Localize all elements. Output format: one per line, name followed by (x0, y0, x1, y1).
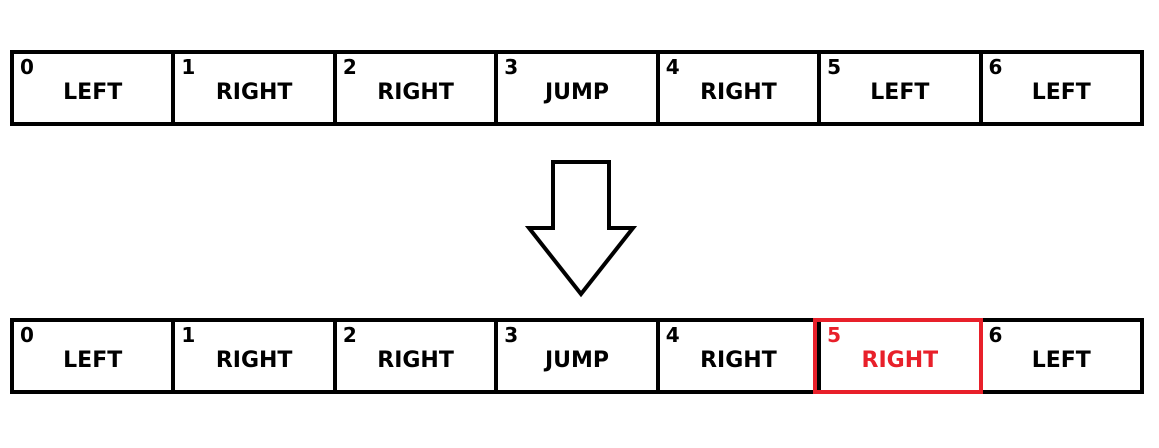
cell-after-3: 3 JUMP (494, 322, 655, 390)
cell-index: 4 (665, 323, 680, 347)
cell-action: LEFT (1031, 80, 1091, 105)
cell-after-1: 1 RIGHT (171, 322, 332, 390)
cell-index: 1 (181, 323, 196, 347)
cell-index: 5 (827, 323, 842, 347)
cell-action: JUMP (544, 348, 610, 373)
cell-action: RIGHT (377, 348, 454, 373)
sequence-before: 0 LEFT 1 RIGHT 2 RIGHT 3 JUMP 4 RIGHT 5 … (10, 50, 1144, 126)
cell-action: RIGHT (700, 80, 777, 105)
cell-index: 6 (988, 323, 1003, 347)
cell-action: RIGHT (215, 80, 293, 105)
cell-action: LEFT (870, 80, 930, 105)
cell-action: RIGHT (700, 348, 777, 373)
cell-after-5: 5 RIGHT (817, 322, 978, 390)
cell-index: 3 (504, 55, 519, 79)
cell-before-0: 0 LEFT (14, 54, 171, 122)
cell-index: 4 (665, 55, 680, 79)
cell-index: 5 (827, 55, 842, 79)
cell-after-2: 2 RIGHT (332, 322, 494, 390)
cell-before-4: 4 RIGHT (655, 54, 817, 122)
cell-action: RIGHT (377, 80, 454, 105)
cell-index: 2 (342, 323, 357, 347)
cell-index: 1 (181, 55, 196, 79)
cell-action: LEFT (63, 80, 123, 105)
cell-action: RIGHT (215, 348, 293, 373)
cell-after-4: 4 RIGHT (655, 322, 817, 390)
cell-action: JUMP (544, 80, 610, 105)
cell-after-6: 6 LEFT (978, 322, 1140, 390)
cell-index: 3 (504, 323, 519, 347)
cell-before-1: 1 RIGHT (171, 54, 332, 122)
cell-before-6: 6 LEFT (978, 54, 1140, 122)
cell-index: 2 (342, 55, 357, 79)
cell-index: 0 (20, 55, 34, 79)
cell-before-2: 2 RIGHT (332, 54, 494, 122)
cell-before-5: 5 LEFT (817, 54, 978, 122)
cell-index: 0 (20, 323, 34, 347)
cell-index: 6 (988, 55, 1003, 79)
cell-action: LEFT (63, 348, 123, 373)
cell-after-0: 0 LEFT (14, 322, 171, 390)
cell-before-3: 3 JUMP (494, 54, 655, 122)
cell-action: RIGHT (861, 348, 939, 373)
cell-action: LEFT (1031, 348, 1091, 373)
down-arrow-icon (525, 160, 637, 298)
sequence-after: 0 LEFT 1 RIGHT 2 RIGHT 3 JUMP 4 RIGHT 5 … (10, 318, 1144, 394)
